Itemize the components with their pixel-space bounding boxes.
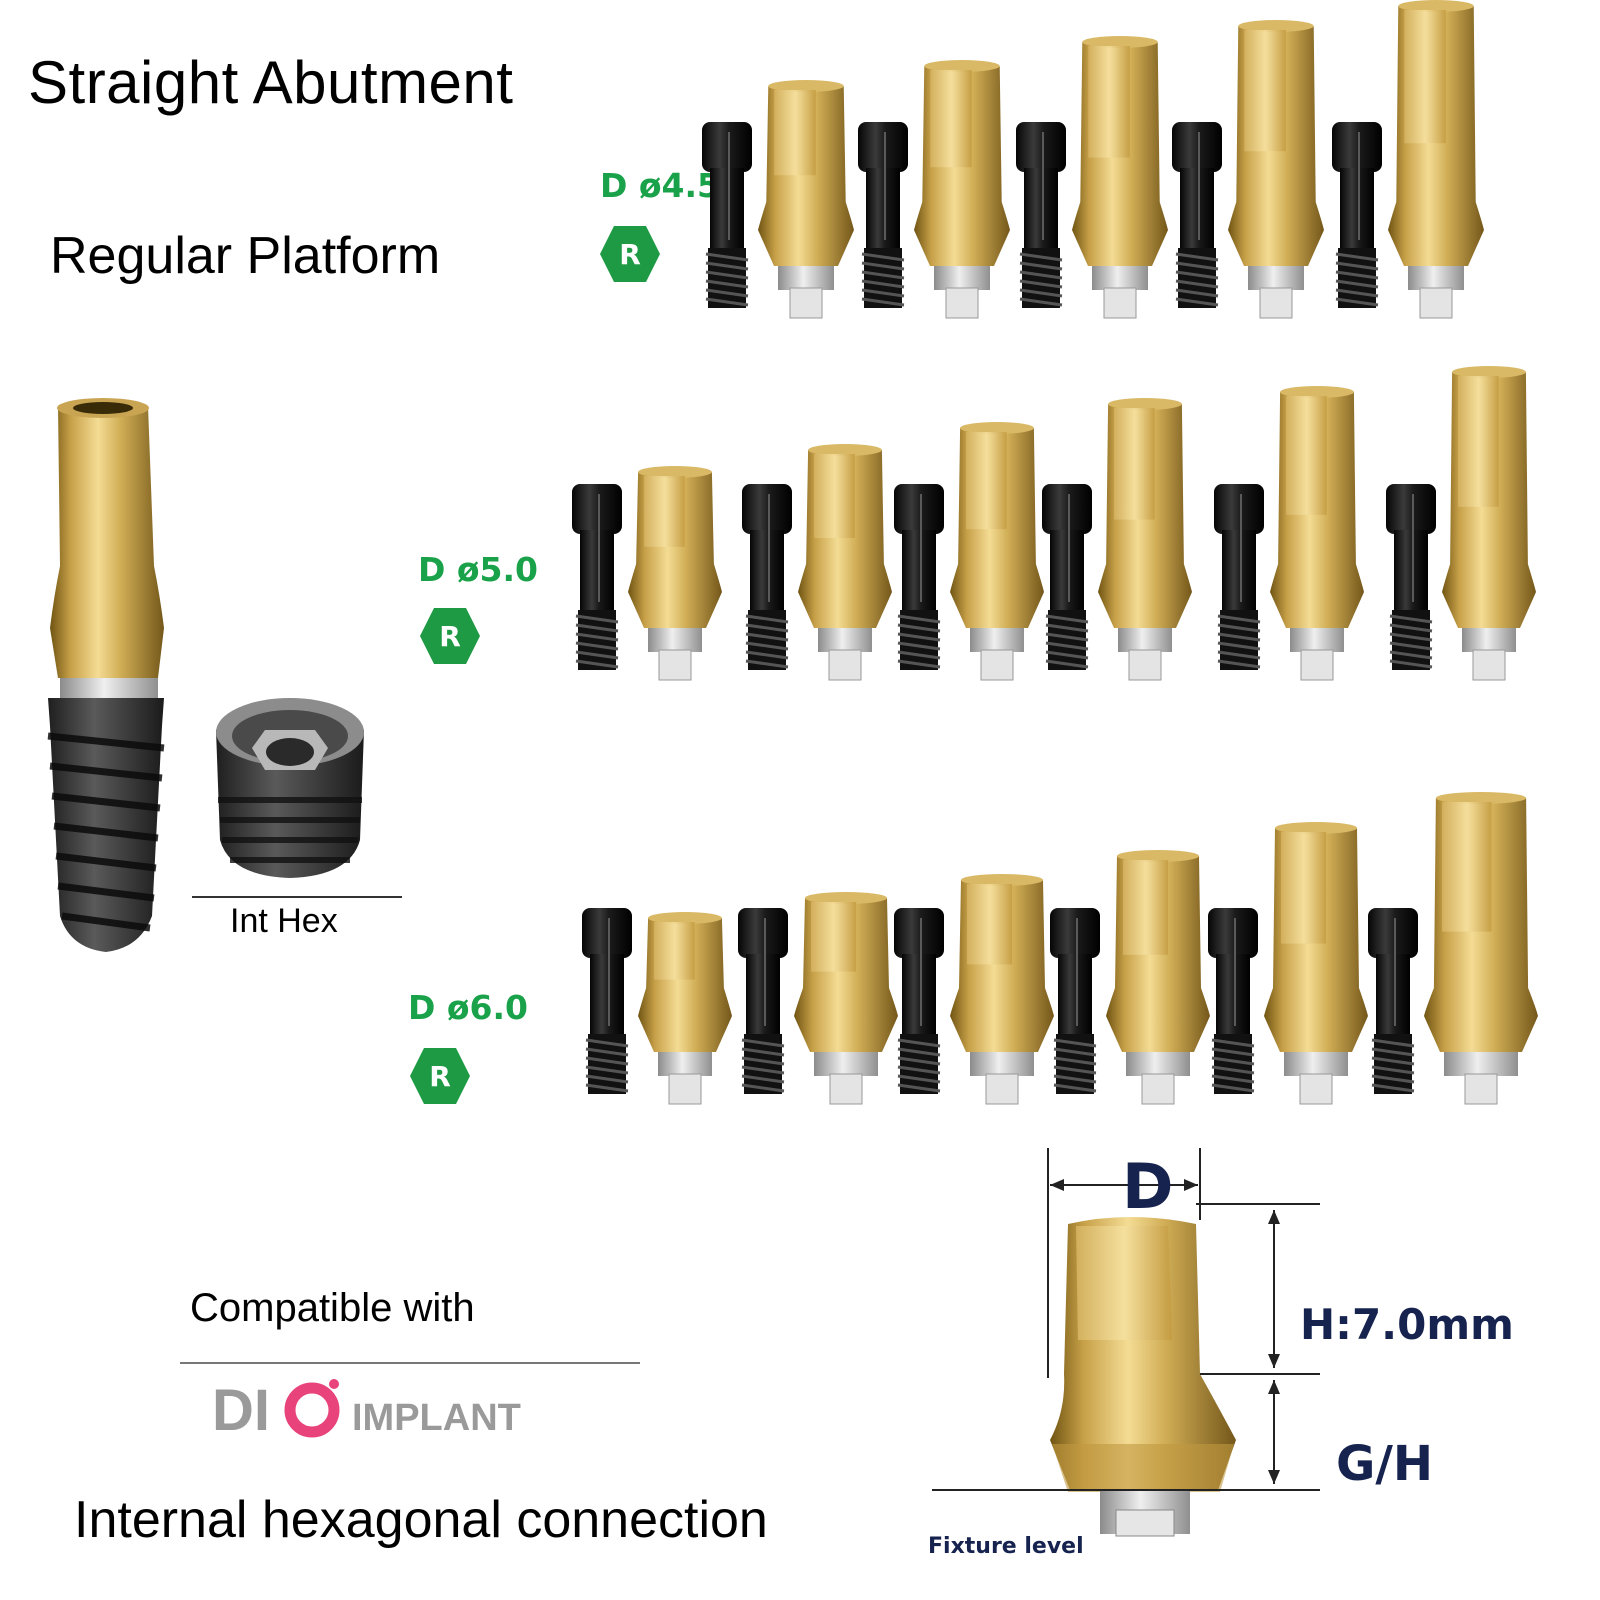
row-3-badge-text: R xyxy=(429,1060,451,1093)
straight-abutment-icon xyxy=(950,422,1044,681)
straight-abutment-icon xyxy=(638,912,732,1105)
int-hex-divider xyxy=(192,896,402,898)
straight-abutment-icon xyxy=(1442,366,1536,681)
straight-abutment-icon xyxy=(1228,20,1324,319)
straight-abutment-icon xyxy=(1264,822,1368,1105)
abutment-screw-icon xyxy=(1042,484,1092,670)
abutment-screw-icon xyxy=(582,908,632,1094)
int-hex-caption: Int Hex xyxy=(230,902,338,940)
compatible-with-label: Compatible with xyxy=(190,1286,475,1330)
abutment-screw-icon xyxy=(1214,484,1264,670)
row-3-diameter-label: D ø6.0 xyxy=(408,988,529,1027)
compatible-divider xyxy=(180,1362,640,1364)
int-hex-fixture-image xyxy=(216,698,364,878)
fixture-level-label: Fixture level xyxy=(928,1534,1084,1559)
svg-text:DI: DI xyxy=(212,1378,270,1442)
row-3-platform-badge-icon: R xyxy=(410,1048,470,1104)
page-title: Straight Abutment xyxy=(28,49,514,116)
abutment-screw-icon xyxy=(894,908,944,1094)
abutment-screw-icon xyxy=(702,122,752,308)
straight-abutment-icon xyxy=(758,80,854,319)
straight-abutment-icon xyxy=(1072,36,1168,319)
abutment-product-rows xyxy=(572,0,1538,1105)
gh-dimension-label: G/H xyxy=(1336,1436,1434,1492)
d-dimension-label: D xyxy=(1122,1150,1174,1223)
row-1-badge-text: R xyxy=(619,238,641,271)
row-2-diameter-label: D ø5.0 xyxy=(418,550,539,589)
abutment-screw-icon xyxy=(742,484,792,670)
row-2-badge-text: R xyxy=(439,620,461,653)
dio-implant-logo: DI IMPLANT xyxy=(212,1378,521,1442)
straight-abutment-icon xyxy=(1098,398,1192,681)
svg-text:IMPLANT: IMPLANT xyxy=(352,1397,521,1439)
straight-abutment-icon xyxy=(794,892,898,1105)
abutment-screw-icon xyxy=(1368,908,1418,1094)
abutment-screw-icon xyxy=(1386,484,1436,670)
abutment-screw-icon xyxy=(1208,908,1258,1094)
abutment-screw-icon xyxy=(858,122,908,308)
straight-abutment-icon xyxy=(1106,850,1210,1105)
internal-hex-connection-label: Internal hexagonal connection xyxy=(74,1491,768,1549)
row-1-platform-badge-icon: R xyxy=(600,226,660,282)
abutment-screw-icon xyxy=(572,484,622,670)
straight-abutment-icon xyxy=(628,466,722,681)
abutment-screw-icon xyxy=(1016,122,1066,308)
page-subtitle: Regular Platform xyxy=(50,227,441,285)
abutment-screw-icon xyxy=(1172,122,1222,308)
straight-abutment-icon xyxy=(950,874,1054,1105)
row-2-platform-badge-icon: R xyxy=(420,608,480,664)
straight-abutment-icon xyxy=(1424,792,1538,1105)
straight-abutment-icon xyxy=(798,444,892,681)
row-1-diameter-label: D ø4.5 xyxy=(600,166,721,205)
straight-abutment-icon xyxy=(914,60,1010,319)
abutment-screw-icon xyxy=(1332,122,1382,308)
straight-abutment-icon xyxy=(1388,0,1484,319)
implant-with-abutment-image xyxy=(47,398,165,952)
abutment-screw-icon xyxy=(894,484,944,670)
straight-abutment-icon xyxy=(1270,386,1364,681)
dimension-diagram xyxy=(932,1148,1320,1537)
abutment-screw-icon xyxy=(1050,908,1100,1094)
abutment-screw-icon xyxy=(738,908,788,1094)
h-dimension-label: H:7.0mm xyxy=(1300,1300,1514,1349)
